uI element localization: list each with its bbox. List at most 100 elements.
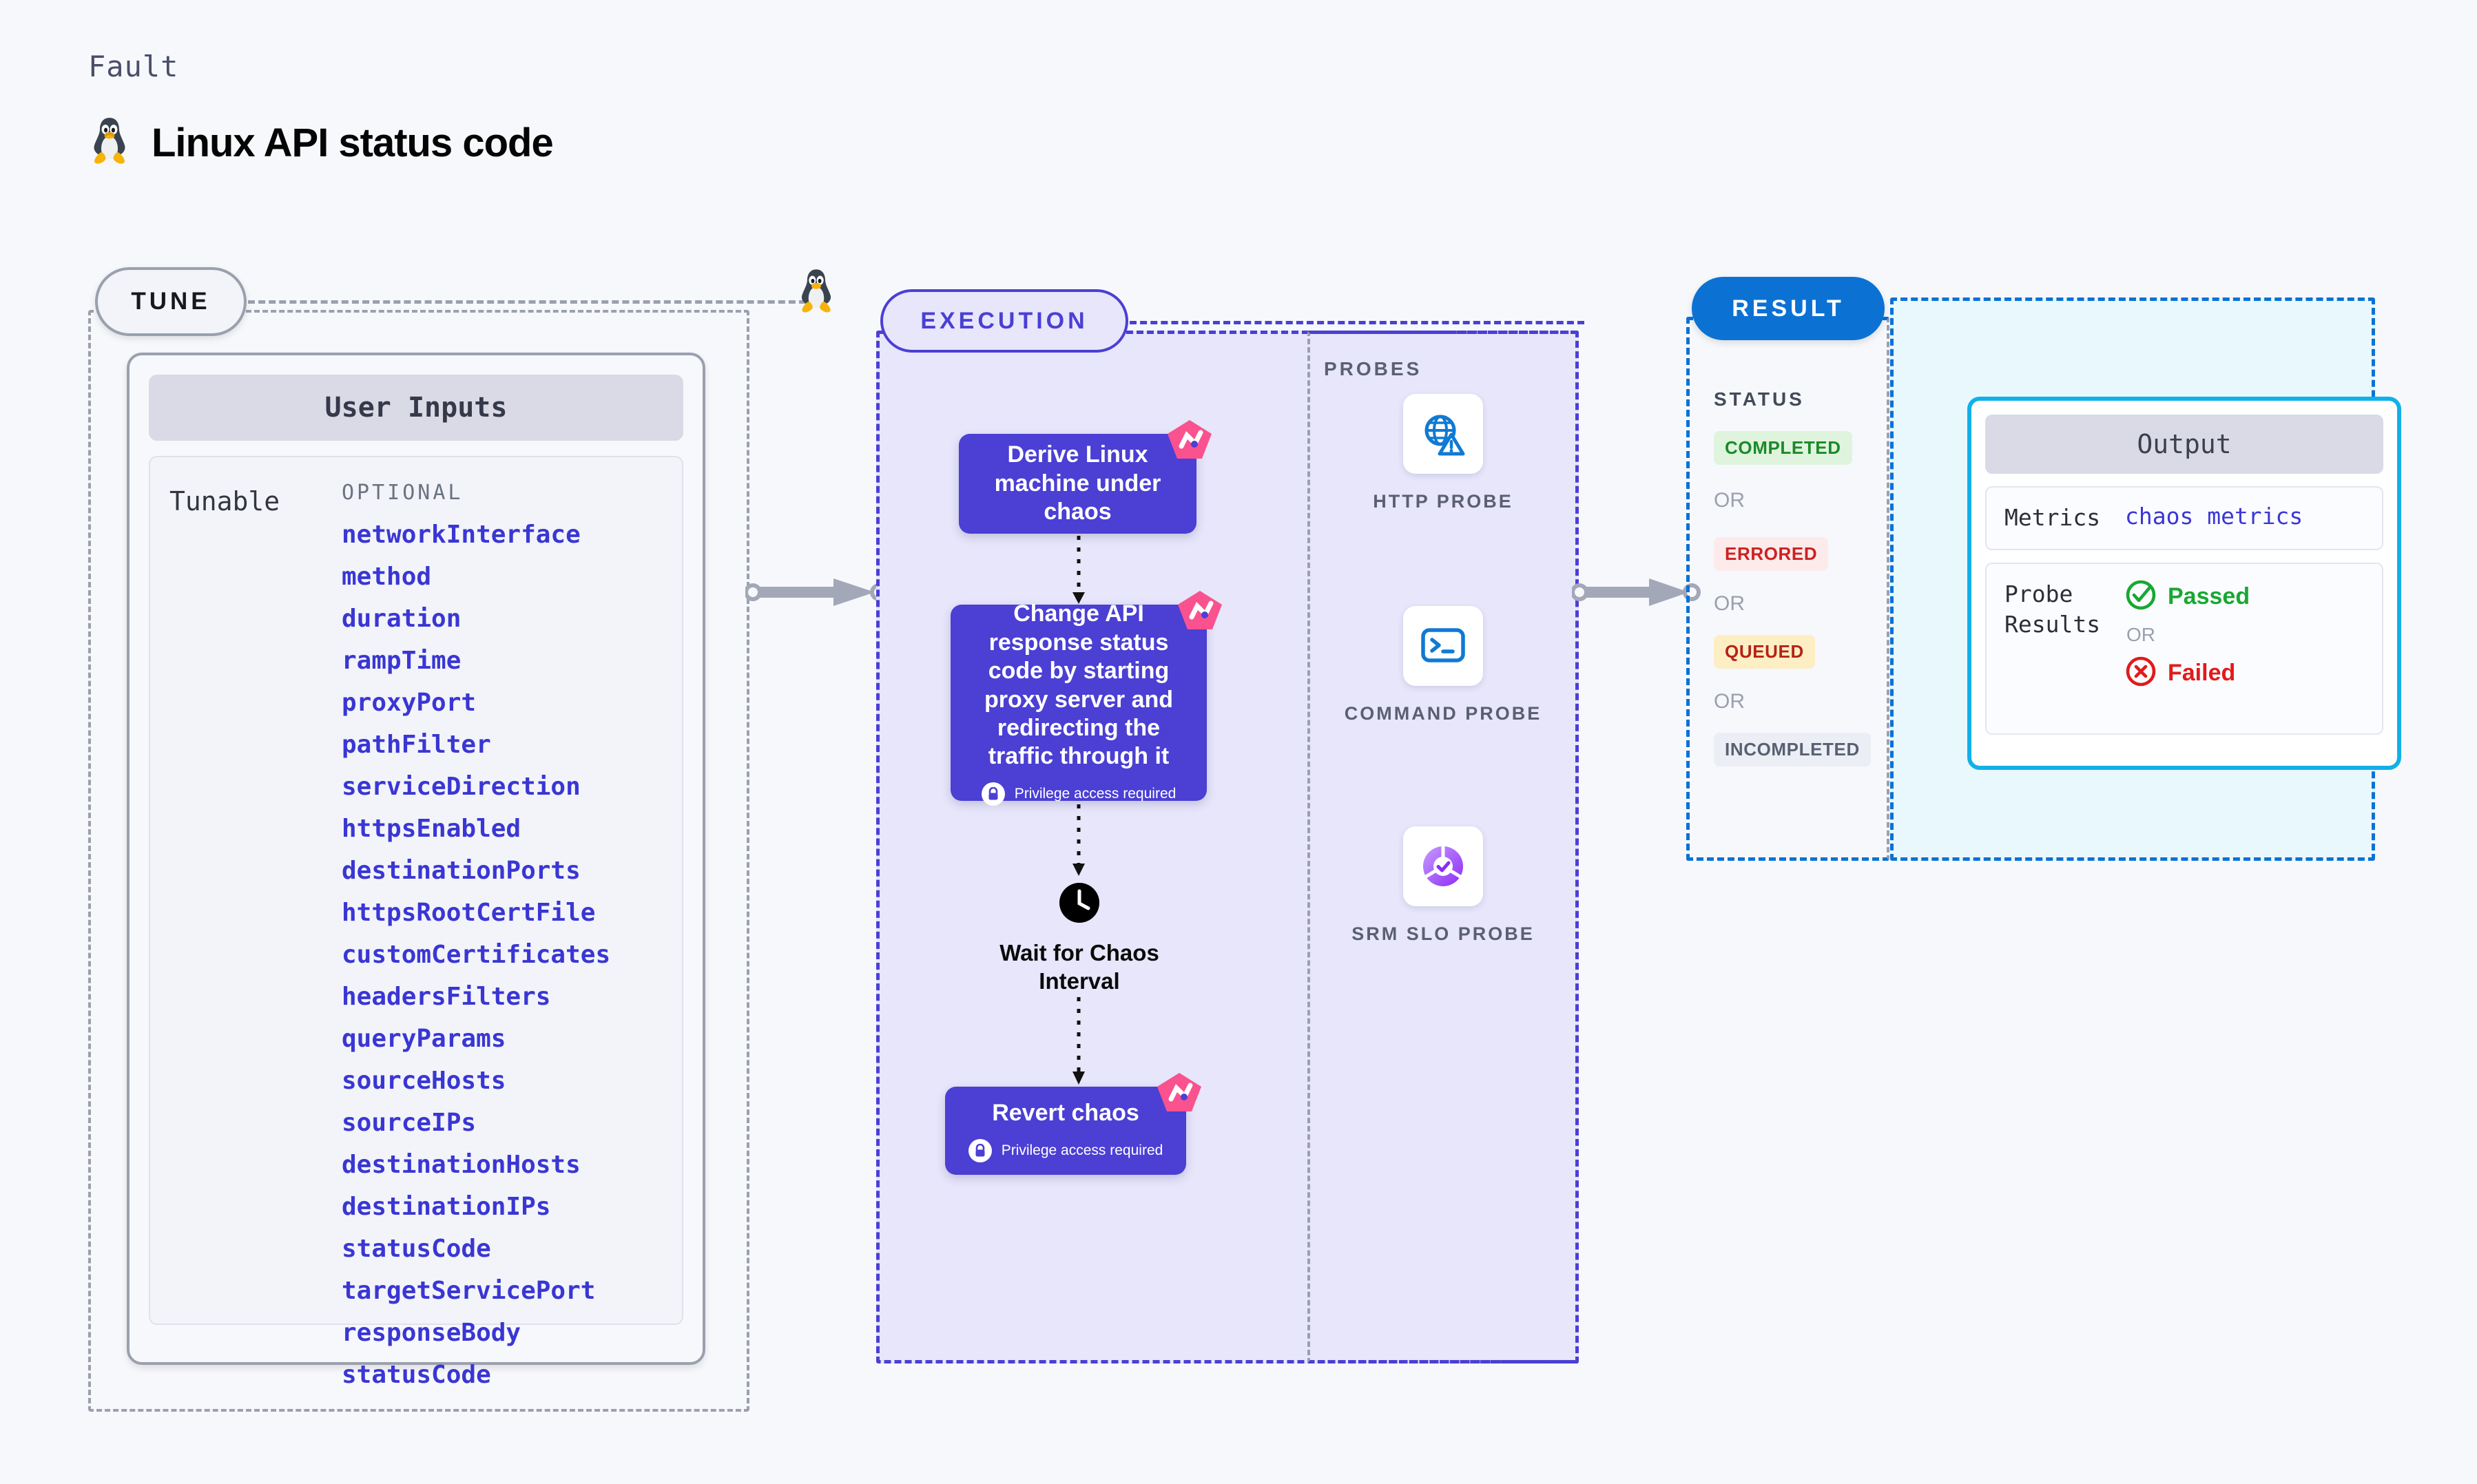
tunable-option[interactable]: method [342,563,432,591]
probe-label: HTTP PROBE [1373,491,1513,512]
or-label: OR [2126,623,2155,645]
check-circle-icon [2125,579,2157,614]
tune-stage: TUNE User Inputs Tunable OPTIONAL [88,267,831,1412]
tunable-option[interactable]: duration [342,605,462,633]
output-row-metrics: Metrics chaos metrics [1985,486,2383,550]
slo-gauge-icon [1403,826,1483,906]
failed-label: Failed [2168,659,2236,686]
wait-for-chaos-interval: Wait for Chaos Interval [980,881,1179,996]
output-card: Output Metrics chaos metrics Probe Resul… [1967,397,2401,770]
terminal-icon [1403,606,1483,686]
linux-tux-icon [88,116,131,170]
x-circle-icon [2125,656,2157,691]
page-title: Linux API status code [152,121,554,165]
probe-results-values: Passed OR Failed [2125,579,2250,718]
wait-label: Wait for Chaos Interval [999,940,1159,994]
tunable-option[interactable]: rampTime [342,647,462,675]
flow-arrow-2 [1069,804,1088,880]
status-badge-incompleted: INCOMPLETED [1714,733,1871,766]
tunable-row-label: Tunable [169,486,280,516]
flow-arrow-3 [1069,997,1088,1089]
globe-warning-icon [1403,394,1483,474]
tunable-option[interactable]: headersFilters [342,983,551,1011]
execution-node-derive-machine[interactable]: Derive Linux machine under chaos [959,420,1212,534]
status-title: STATUS [1714,388,1805,410]
or-label: OR [1714,690,1745,713]
tunable-option[interactable]: destinationIPs [342,1193,551,1221]
status-badge-completed: COMPLETED [1714,431,1852,465]
probe-result-failed: Failed [2125,656,2250,691]
chaos-icon [1177,589,1223,636]
tunable-option[interactable]: httpsRootCertFile [342,899,596,927]
clock-icon [1058,881,1101,928]
tune-connector-line [248,300,806,304]
tunable-option[interactable]: customCertificates [342,941,611,969]
tunable-option[interactable]: responseBody [342,1319,521,1347]
result-stage: RESULT STATUS COMPLETED OR ERRORED OR QU… [1686,277,1889,861]
tunable-option[interactable]: statusCode [342,1361,491,1389]
user-inputs-header: User Inputs [149,375,683,441]
or-label: OR [1714,489,1745,512]
tunable-option[interactable]: proxyPort [342,689,477,717]
metrics-key: Metrics [2004,504,2101,531]
user-inputs-body: Tunable OPTIONAL networkInterface method d… [149,456,683,1388]
connector-execution-to-result [1571,577,1701,611]
tunable-option[interactable]: sourceIPs [342,1109,477,1137]
optional-group-label: OPTIONAL [342,481,464,505]
output-card-header: Output [1985,415,2383,474]
execution-connector-line [1130,321,1584,324]
probes-title: PROBES [1324,358,1422,379]
lock-icon [981,782,1005,806]
connector-tune-to-execution [744,577,890,611]
node-title: Change API response status code by start… [984,600,1174,770]
status-badge-errored: ERRORED [1714,537,1829,571]
metrics-value-link[interactable]: chaos metrics [2125,503,2303,530]
user-inputs-card: User Inputs Tunable OPTIONAL networkInte… [127,353,705,1388]
privilege-notice: Privilege access required [981,782,1177,806]
execution-node-revert-chaos[interactable]: Revert chaos Privilege access required [945,1073,1201,1175]
output-area: Output Metrics chaos metrics Probe Resul… [1890,297,2401,861]
tunable-option[interactable]: serviceDirection [342,773,581,801]
chaos-icon [1156,1072,1203,1118]
status-badge-queued: QUEUED [1714,635,1815,669]
privilege-notice: Privilege access required [968,1138,1163,1162]
node-title: Revert chaos [992,1100,1139,1127]
tune-stage-pill[interactable]: TUNE [95,267,247,336]
node-title: Derive Linux machine under chaos [994,441,1161,525]
execution-node-change-status-code[interactable]: Change API response status code by start… [951,591,1222,806]
privilege-text: Privilege access required [1014,785,1177,802]
tunable-option[interactable]: statusCode [342,1235,491,1263]
privilege-text: Privilege access required [1001,1142,1163,1158]
chaos-icon [1166,419,1213,465]
tunable-option[interactable]: sourceHosts [342,1067,506,1095]
execution-stage-pill[interactable]: EXECUTION [880,289,1128,353]
probes-panel: PROBES HTTP PROBE [1307,331,1579,1363]
tunable-option[interactable]: targetServicePort [342,1277,596,1305]
probe-label: SRM SLO PROBE [1351,923,1535,944]
passed-label: Passed [2168,583,2250,609]
probes-panel-border [1307,331,1579,1363]
optional-group: OPTIONAL networkInterface method duration r… [342,481,682,1388]
tunable-option[interactable]: networkInterface [342,521,581,549]
fault-kicker: Fault [88,50,179,83]
tunable-option[interactable]: httpsEnabled [342,815,521,843]
probe-result-passed: Passed [2125,579,2250,614]
page-title-row: Linux API status code [88,116,554,170]
lock-icon [968,1138,992,1162]
probe-command[interactable]: COMMAND PROBE [1307,606,1579,726]
probe-http[interactable]: HTTP PROBE [1307,394,1579,514]
result-stage-pill[interactable]: RESULT [1692,277,1885,340]
tunable-option[interactable]: destinationPorts [342,857,581,885]
tunable-option[interactable]: pathFilter [342,731,491,759]
tunable-option[interactable]: destinationHosts [342,1151,581,1179]
or-label: OR [1714,592,1745,615]
probe-results-key: Probe Results [2004,580,2101,638]
flow-arrow-1 [1069,536,1088,608]
probe-srm-slo[interactable]: SRM SLO PROBE [1307,826,1579,946]
linux-tux-icon [796,267,836,319]
output-row-probe-results: Probe Results Passed OR [1985,562,2383,735]
tunable-option[interactable]: queryParams [342,1025,506,1053]
probe-label: COMMAND PROBE [1344,703,1542,724]
tune-stage-border [88,310,749,1412]
